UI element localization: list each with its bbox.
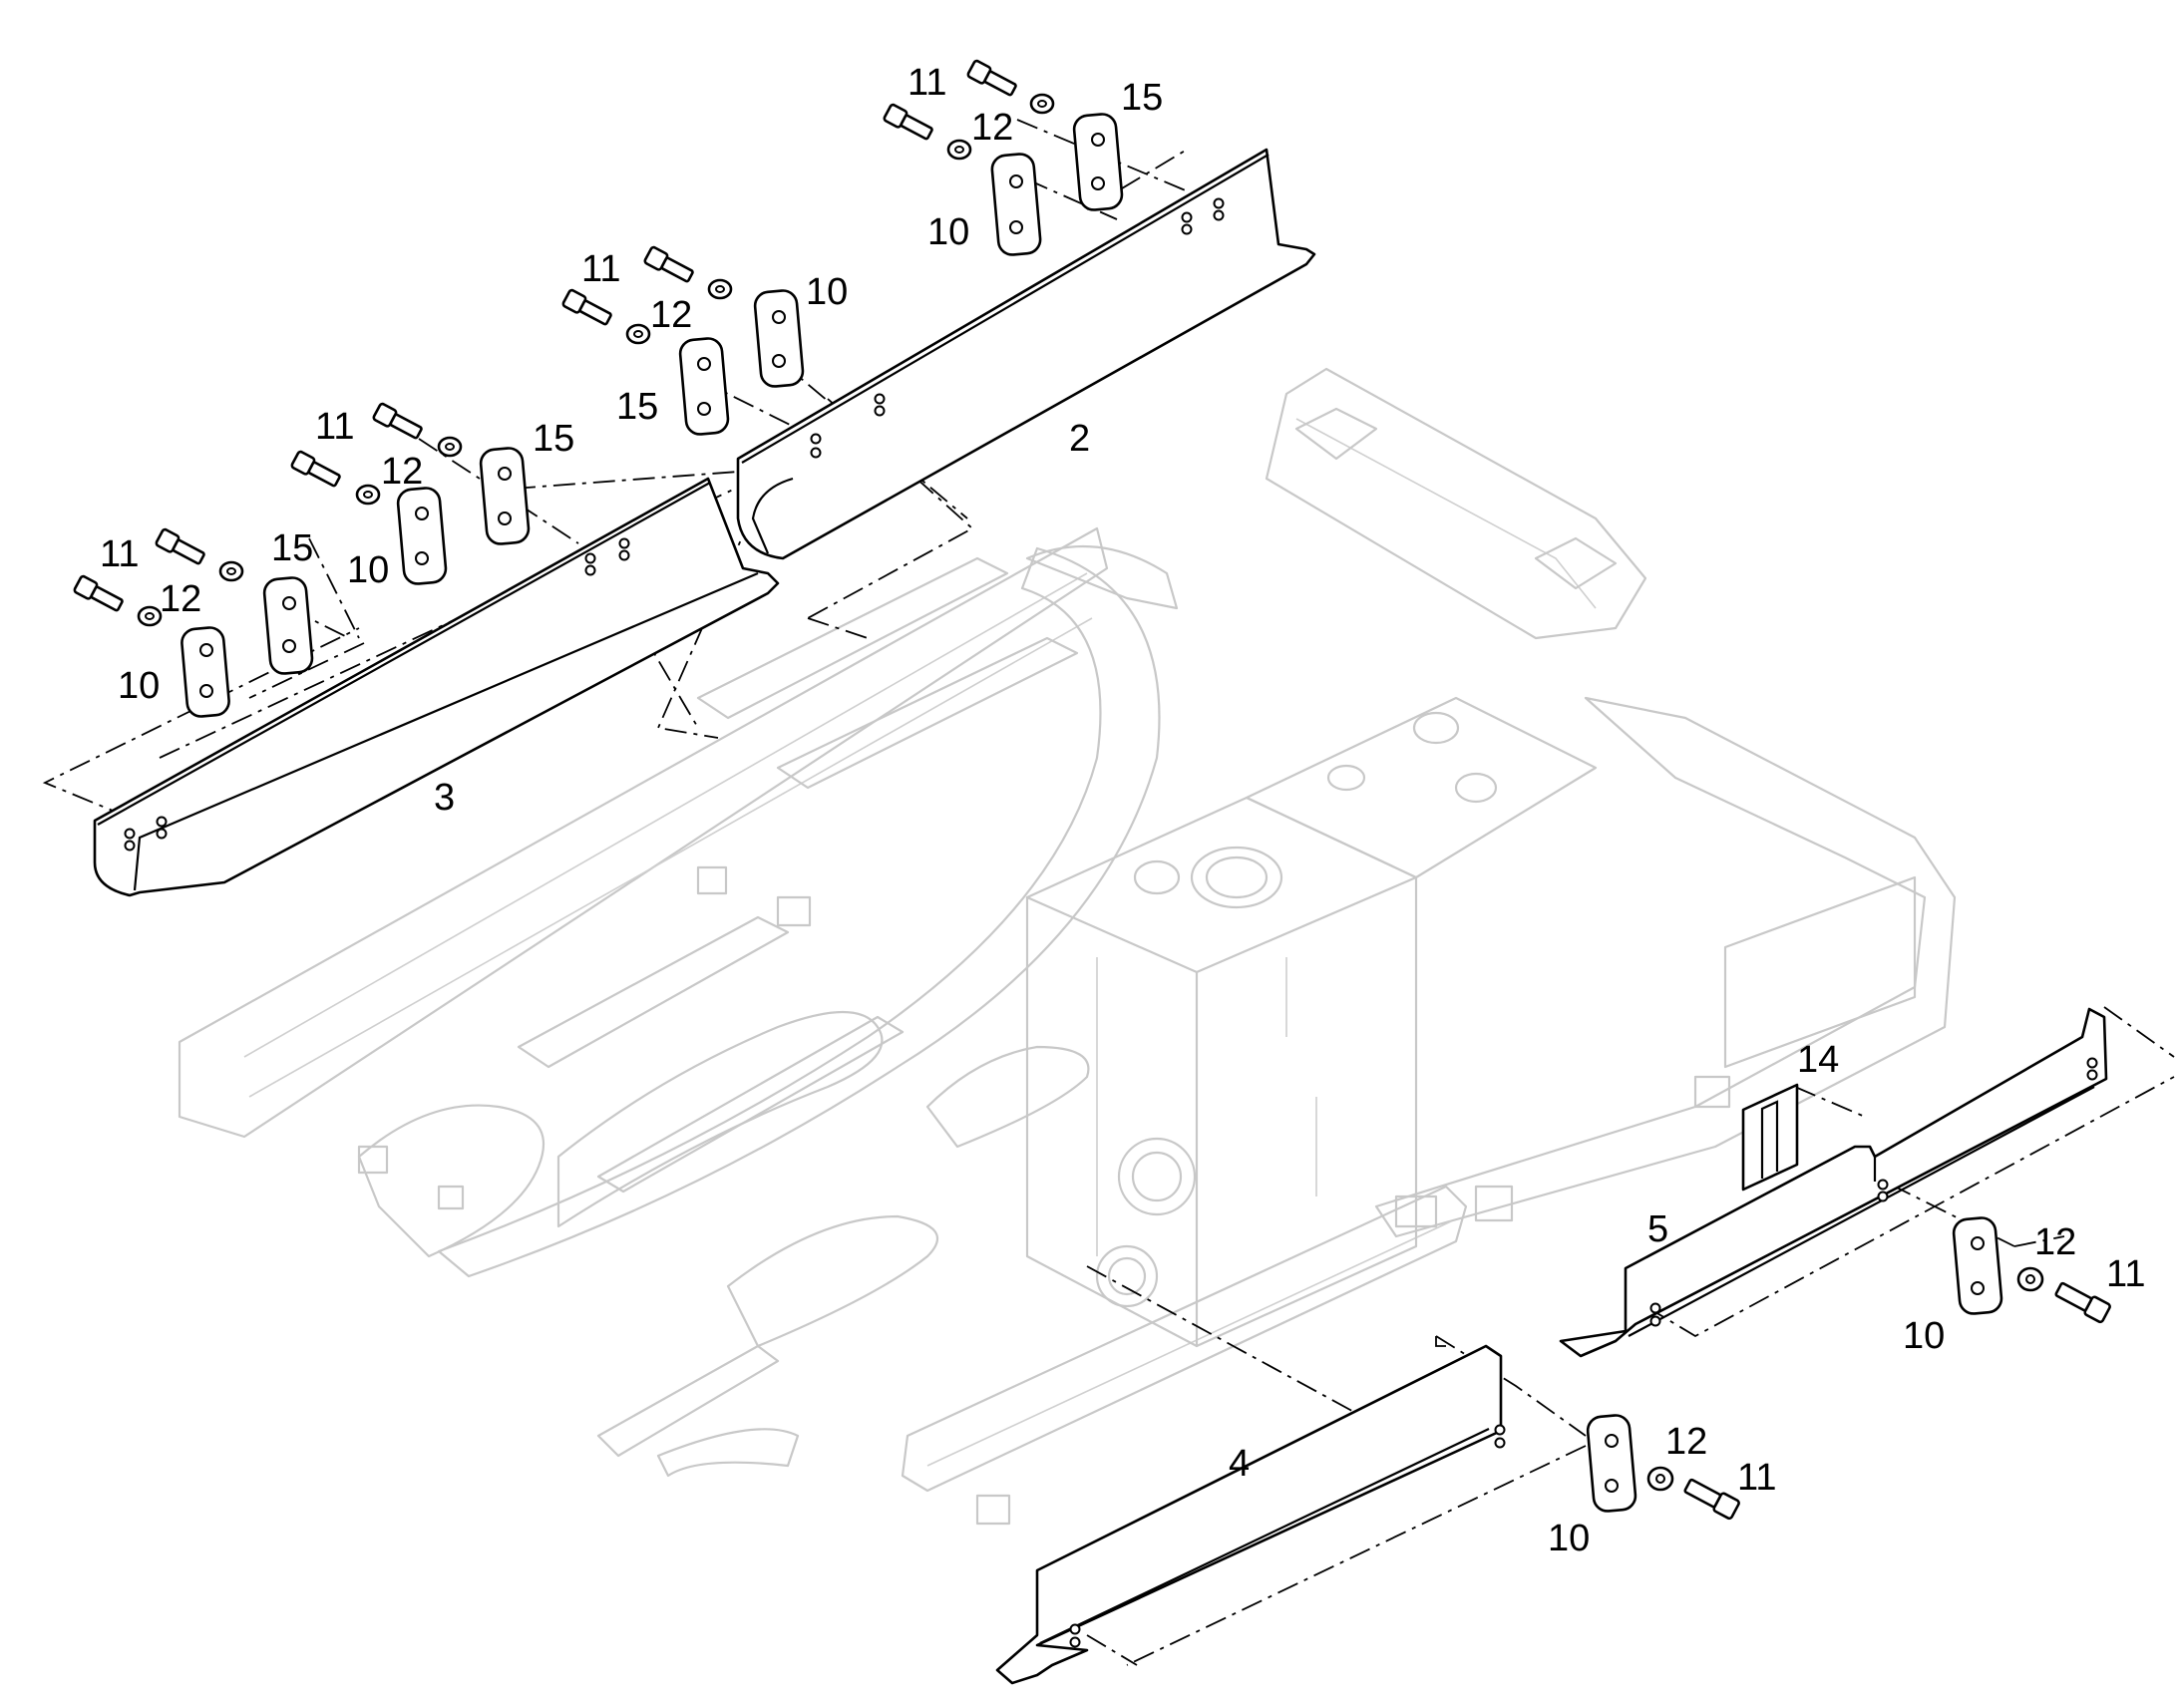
callout-15-c: 15	[616, 386, 658, 428]
plate-15-b	[479, 447, 531, 545]
washer-12-i	[1646, 1466, 1674, 1492]
bolt-11-h	[966, 59, 1017, 97]
part-3-plate	[93, 477, 780, 897]
bolt-11-c	[290, 450, 341, 488]
bolt-11-d	[372, 402, 423, 440]
mounting-plates	[181, 113, 2003, 1513]
bolt-11-e	[561, 288, 612, 326]
part-2-plate	[736, 148, 1316, 560]
callout-12-b: 12	[381, 451, 423, 493]
washer-12-d	[437, 436, 463, 458]
bolt-11-b	[155, 527, 205, 565]
bolt-11-a	[73, 574, 124, 612]
callout-4: 4	[1229, 1443, 1250, 1485]
part-14-clip	[1741, 1083, 1799, 1192]
washers	[137, 93, 2044, 1492]
callout-10-f: 10	[1903, 1315, 1945, 1357]
washer-12-a	[137, 605, 163, 627]
bolts	[73, 59, 2111, 1521]
plate-10-e	[1586, 1414, 1637, 1513]
callout-10-a: 10	[118, 665, 160, 707]
callout-10-c: 10	[806, 271, 848, 313]
callout-labels: 2 3 4 5 14 11 12 15 10 11 12 15 10 11 12…	[100, 62, 2145, 1559]
washer-12-f	[707, 278, 733, 300]
plate-10-d	[990, 153, 1042, 256]
callout-12-a: 12	[160, 578, 201, 620]
callout-11-d: 11	[908, 62, 946, 104]
callout-11-f: 11	[2106, 1253, 2145, 1295]
callout-15-b: 15	[533, 418, 574, 460]
callout-11-b: 11	[315, 406, 354, 448]
washer-12-h	[1029, 93, 1055, 115]
plate-10-b	[396, 487, 448, 585]
plate-15-a	[262, 576, 314, 675]
bolt-11-j	[2054, 1281, 2111, 1324]
bolt-11-i	[1683, 1478, 1740, 1521]
callout-12-f: 12	[2034, 1221, 2076, 1263]
machine-frame	[178, 367, 1957, 1526]
washer-12-c	[355, 484, 381, 506]
callout-12-e: 12	[1665, 1421, 1707, 1463]
washer-12-e	[625, 323, 651, 345]
callout-10-b: 10	[347, 549, 389, 591]
plate-10-c	[753, 289, 805, 388]
callout-15-a: 15	[271, 527, 313, 569]
callout-14: 14	[1797, 1039, 1839, 1081]
plate-10-a	[181, 626, 230, 718]
bolt-11-f	[643, 245, 694, 283]
callout-5: 5	[1647, 1208, 1668, 1250]
washer-12-g	[946, 139, 972, 161]
plate-10-f	[1952, 1216, 2003, 1315]
callout-12-c: 12	[650, 294, 692, 336]
plate-15-c	[678, 337, 730, 436]
washer-12-j	[2016, 1266, 2044, 1292]
part-4-plate	[995, 1344, 1506, 1685]
callout-15-d: 15	[1121, 77, 1163, 119]
washer-12-b	[218, 560, 244, 582]
callout-2: 2	[1069, 418, 1090, 460]
callout-11-e: 11	[1737, 1457, 1776, 1499]
bolt-11-g	[883, 103, 933, 141]
callout-3: 3	[434, 777, 455, 819]
callout-10-d: 10	[927, 211, 969, 253]
callout-10-e: 10	[1548, 1518, 1590, 1559]
callout-11-c: 11	[581, 248, 620, 290]
callout-11-a: 11	[100, 533, 139, 575]
plate-15-d	[1072, 113, 1124, 211]
part-5-plate	[1559, 1007, 2108, 1358]
callout-12-d: 12	[971, 107, 1013, 149]
